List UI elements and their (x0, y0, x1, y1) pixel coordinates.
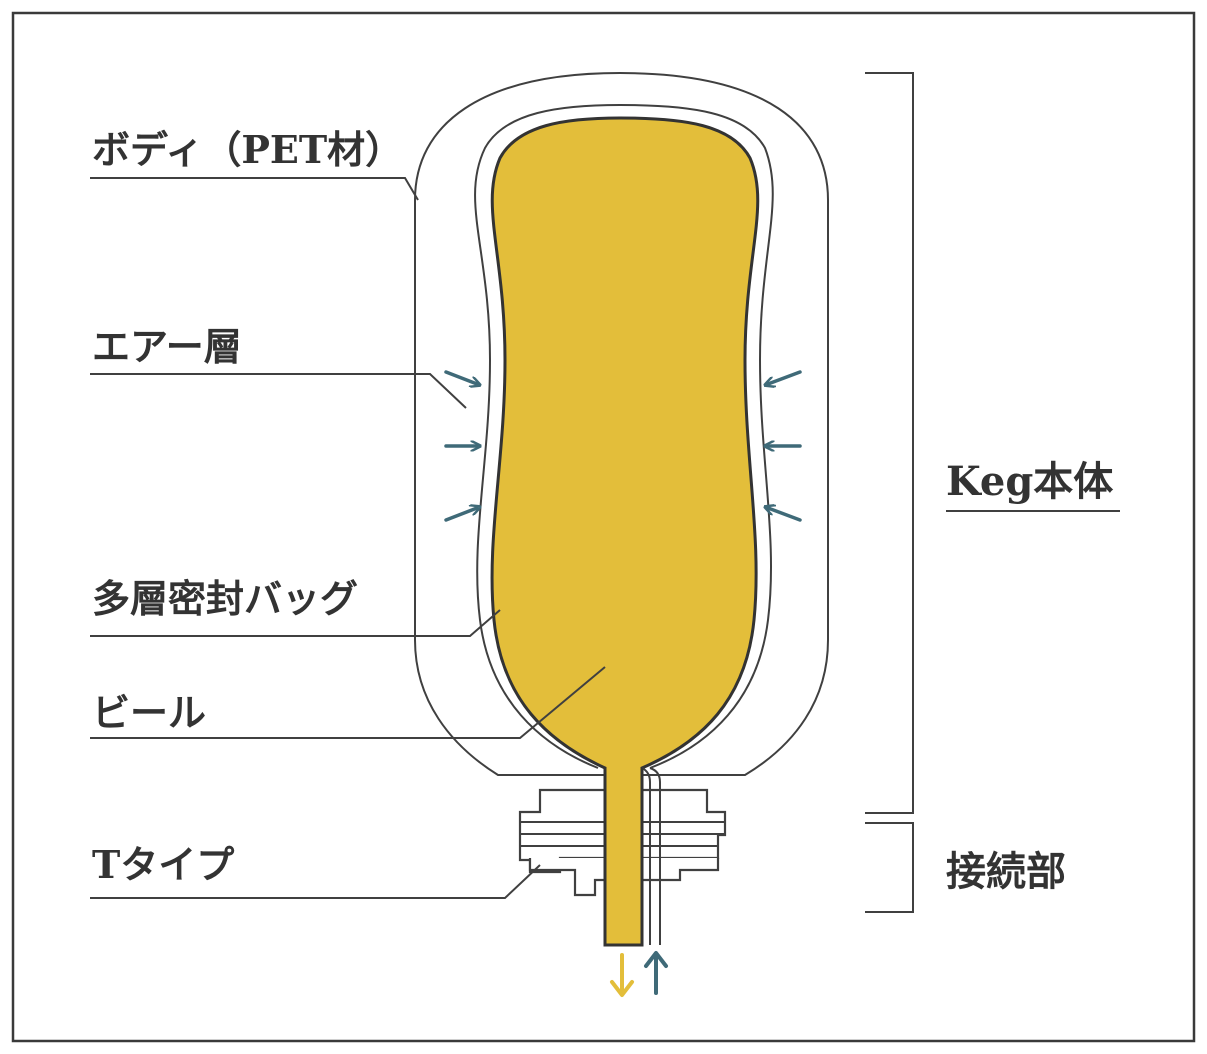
label-bag-text: 多層密封バッグ (92, 576, 358, 621)
pressure-arrows (444, 370, 802, 522)
multilayer-bag-outline (474, 103, 774, 769)
label-air-layer: エアー層 (90, 324, 467, 409)
label-air-layer-text: エアー層 (92, 324, 242, 369)
bracket-keg-body (865, 72, 914, 814)
arrow-down-icon (610, 953, 634, 997)
arrow-icon (444, 508, 477, 522)
label-keg-body: Keg本体 (946, 458, 1120, 512)
diagram-frame (11, 11, 1196, 1043)
arrow-icon (768, 370, 802, 384)
label-beer-text: ビール (92, 690, 206, 735)
bracket-connector (865, 822, 914, 913)
label-body: ボディ（PET材） (90, 127, 419, 201)
label-body-text: ボディ（PET材） (92, 127, 403, 172)
arrow-icon (768, 508, 802, 522)
arrow-up-icon (644, 951, 668, 995)
label-keg-body-text: Keg本体 (946, 458, 1113, 505)
gas-tube (641, 767, 661, 945)
label-connector: 接続部 (946, 848, 1066, 895)
beer-fill (490, 116, 760, 947)
label-t-type-text: Tタイプ (92, 842, 234, 887)
label-beer: ビール (90, 666, 606, 739)
label-t-type: Tタイプ (90, 842, 541, 899)
label-connector-text: 接続部 (946, 848, 1066, 895)
arrow-icon (444, 370, 477, 384)
label-bag: 多層密封バッグ (90, 576, 501, 637)
